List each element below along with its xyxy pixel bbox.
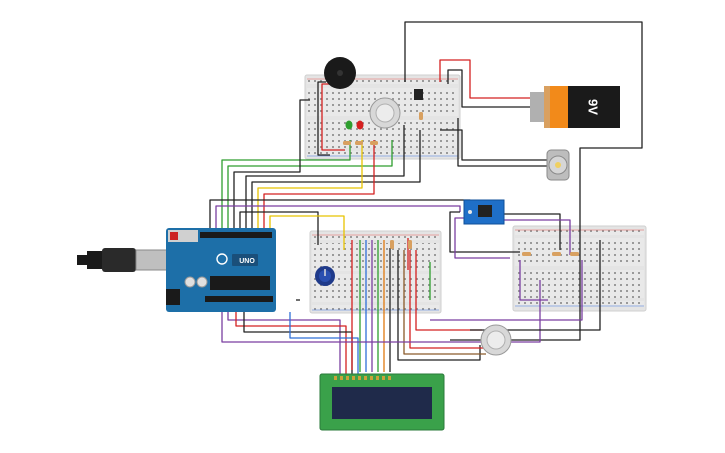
pir-sensor-top: [369, 97, 401, 129]
lcd-16x2: [319, 373, 445, 431]
led-green: [345, 120, 353, 130]
arduino-uno: UNO: [166, 228, 276, 312]
battery-label: 9V: [586, 99, 601, 115]
rtc-module: [463, 199, 505, 225]
buzzer: [324, 57, 356, 89]
arduino-label: UNO: [239, 258, 255, 265]
wires: [209, 21, 643, 375]
usb-cable: [77, 248, 171, 272]
transistor: [414, 89, 423, 100]
battery-9v: 9V: [530, 86, 620, 128]
led-red: [356, 120, 364, 130]
potentiometer: [315, 266, 335, 286]
pir-sensor-bottom: [480, 324, 512, 356]
dc-motor: [546, 149, 570, 181]
resistors: [343, 112, 579, 256]
